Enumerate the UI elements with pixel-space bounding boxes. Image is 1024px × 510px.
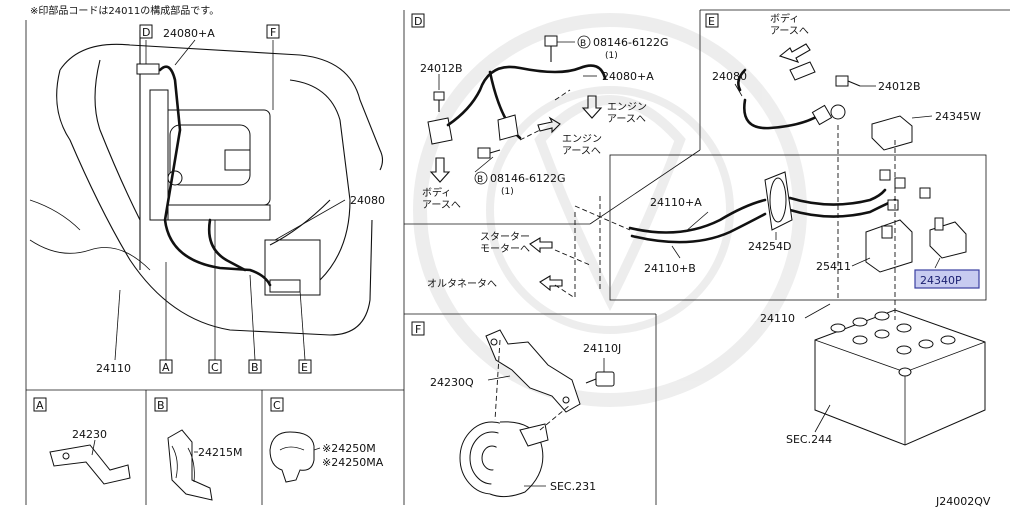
- e-starter-1: スターター: [480, 231, 530, 243]
- e-label-sec244: SEC.244: [786, 433, 832, 446]
- section-f-tag: F: [415, 323, 421, 336]
- section-c: C ※24250M ※24250MA: [269, 397, 384, 483]
- main-tag-c: C: [211, 361, 219, 374]
- main-tag-b: B: [251, 361, 259, 374]
- f-label-sec231: SEC.231: [550, 480, 596, 493]
- main-tag-a: A: [162, 361, 170, 374]
- section-c-tag: C: [273, 399, 281, 412]
- main-tag-e: E: [301, 361, 308, 374]
- e-label-24345w: 24345W: [935, 110, 981, 123]
- section-a: A 24230: [33, 397, 131, 485]
- d-engine-ground-4: アースへ: [562, 146, 601, 157]
- e-label-24012b: 24012B: [878, 80, 921, 93]
- e-label-24110: 24110: [760, 312, 795, 325]
- watermark-emblem: [413, 13, 807, 407]
- e-starter-2: モーターへ: [480, 243, 530, 255]
- main-label-24110: 24110: [96, 362, 131, 375]
- section-d: D 24012B B 08146-6122G (1) 24080+A: [411, 13, 668, 211]
- d-bolt-circle-top: B: [580, 39, 586, 49]
- e-label-25411: 25411: [816, 260, 851, 273]
- d-engine-ground-3: エンジン: [562, 134, 602, 145]
- frame-lines: [25, 9, 1010, 505]
- main-engine-view: [29, 30, 384, 361]
- e-label-24080: 24080: [712, 70, 747, 83]
- d-body-ground-2: アースへ: [422, 200, 461, 211]
- d-bolt-top: 08146-6122G: [593, 36, 668, 49]
- e-label-24110b: 24110+B: [644, 262, 696, 275]
- battery-caps: [830, 311, 956, 377]
- d-engine-ground-2: アースへ: [607, 114, 646, 125]
- main-labels: D 24080+A F 24080 24110 A C B E: [96, 24, 385, 375]
- footer-code: J24002QV: [935, 495, 991, 508]
- section-a-tag: A: [36, 399, 44, 412]
- e-body-ground-2: アースへ: [770, 26, 809, 37]
- f-label-24110j: 24110J: [583, 342, 621, 355]
- d-qty-top: (1): [605, 51, 618, 61]
- d-label-24012b: 24012B: [420, 62, 463, 75]
- main-tag-d: D: [142, 26, 150, 39]
- main-label-24080a: 24080+A: [163, 27, 215, 40]
- e-body-ground-1: ボディ: [770, 12, 799, 25]
- d-bolt-circle-bottom: B: [477, 175, 483, 185]
- d-label-24080a: 24080+A: [602, 70, 654, 83]
- e-label-24254d: 24254D: [748, 240, 791, 253]
- section-f: F 24110J 24230Q SEC.231: [411, 321, 621, 498]
- e-alternator: オルタネータへ: [427, 278, 497, 290]
- section-e: E: [427, 12, 987, 446]
- d-body-ground-1: ボディ: [422, 186, 451, 199]
- e-highlight-24340p: [914, 269, 980, 289]
- b-label-24215m: 24215M: [198, 446, 242, 459]
- main-tag-f: F: [270, 26, 276, 39]
- c-label-24250ma: ※24250MA: [322, 456, 384, 469]
- section-e-tag: E: [708, 15, 715, 28]
- e-label-24110a: 24110+A: [650, 196, 702, 209]
- section-d-tag: D: [414, 15, 422, 28]
- a-label-24230: 24230: [72, 428, 107, 441]
- f-label-24230q: 24230Q: [430, 376, 474, 389]
- section-b-tag: B: [157, 399, 165, 412]
- e-label-24340p: 24340P: [920, 274, 962, 287]
- d-qty-bottom: (1): [501, 187, 514, 197]
- d-bolt-bottom: 08146-6122G: [490, 172, 565, 185]
- section-b: B 24215M: [154, 397, 242, 501]
- d-engine-ground-1: エンジン: [607, 102, 647, 113]
- header-note: ※印部品コードは24011の構成部品です。: [30, 4, 219, 17]
- c-label-24250m: ※24250M: [322, 442, 376, 455]
- main-label-24080: 24080: [350, 194, 385, 207]
